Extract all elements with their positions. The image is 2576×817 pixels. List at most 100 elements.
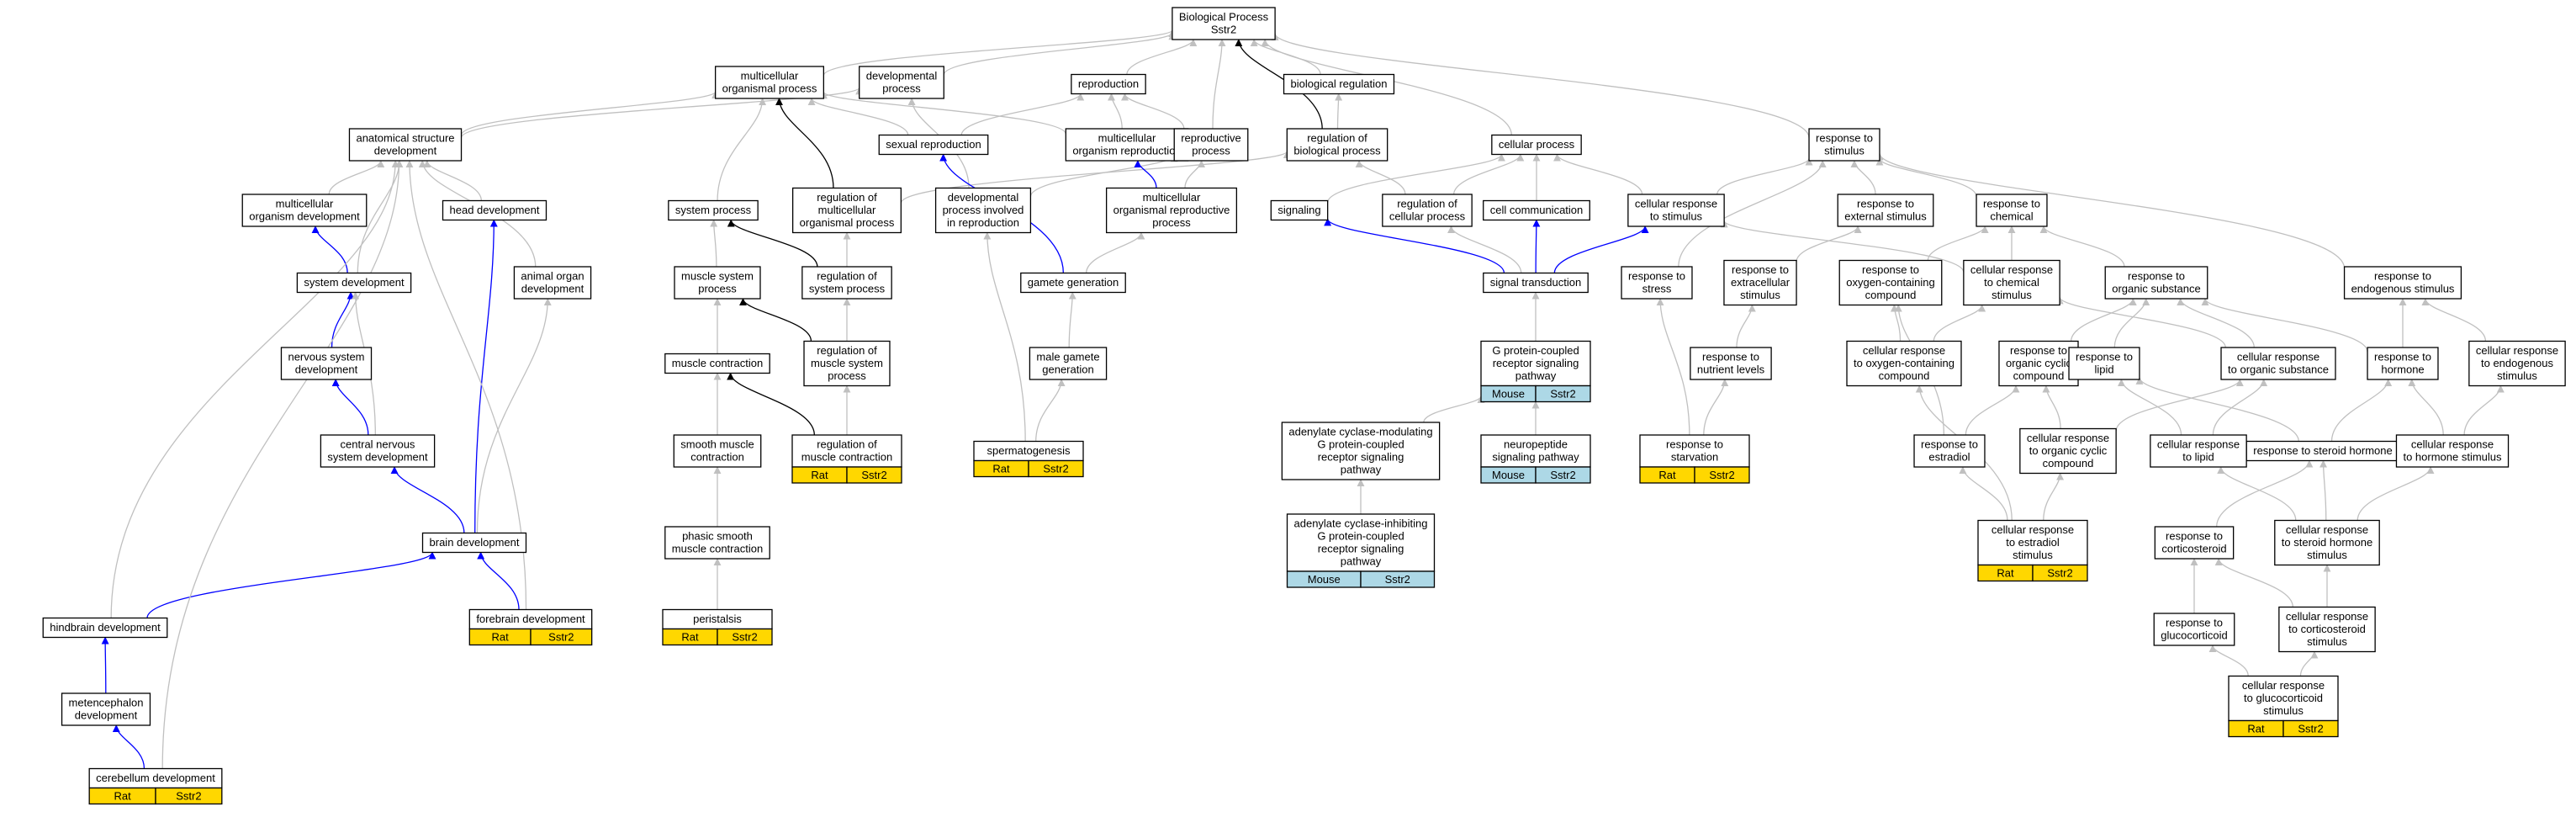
go-term-sysp[interactable]: system process: [668, 199, 759, 221]
go-term-biorg[interactable]: biological regulation: [1283, 73, 1395, 95]
go-term-label: response to: [1921, 438, 1978, 451]
go-term-label: muscle contraction: [672, 543, 763, 555]
go-term-label: peristalsis: [693, 613, 742, 625]
edge-biorg-to-bp: [1250, 39, 1321, 75]
go-term-repro[interactable]: reproduction: [1071, 73, 1146, 95]
go-term-hbd[interactable]: hindbrain development: [42, 617, 168, 639]
go-term-sig[interactable]: signaling: [1270, 199, 1329, 221]
edge-croc-to-rocc: [1890, 304, 1902, 342]
go-term-sexrep[interactable]: sexual reproduction: [878, 134, 989, 156]
edge-res2-to-res: [1796, 225, 1862, 263]
edge-repro-to-bp: [1126, 39, 1198, 75]
go-term-label: developmental: [866, 70, 938, 82]
go-term-label: chemical: [1990, 210, 2033, 223]
go-term-cc[interactable]: cell communication: [1483, 199, 1590, 221]
go-term-label: response to: [1983, 198, 2040, 210]
go-term-label: pathway: [1515, 369, 1557, 382]
go-term-bd[interactable]: brain development: [421, 532, 527, 554]
go-term-hd[interactable]: head development: [442, 199, 547, 221]
annotation-species: Rat: [2247, 723, 2265, 735]
go-term-label: organism development: [249, 210, 360, 223]
go-term-cellp[interactable]: cellular process: [1491, 134, 1582, 156]
edge-mod-to-asd: [328, 160, 385, 195]
go-term-rsh[interactable]: response to steroid hormone: [2245, 440, 2400, 462]
go-term-label: response to: [2374, 270, 2431, 283]
go-term-label: biological process: [1293, 145, 1381, 157]
edge-croc-to-crcs: [1933, 304, 1986, 342]
go-term-sysd[interactable]: system development: [296, 272, 412, 294]
go-term-st[interactable]: signal transduction: [1483, 272, 1589, 294]
go-term-label: to stimulus: [1650, 210, 1703, 223]
go-term-label: to organic cyclic: [2029, 444, 2108, 457]
edge-crlip-to-cros: [2212, 379, 2268, 436]
go-term-gg[interactable]: gamete generation: [1020, 272, 1126, 294]
annotation-gene: Sstr2: [732, 631, 757, 644]
go-term-label: hormone: [2381, 363, 2424, 376]
go-term-label: organism reproduction: [1072, 145, 1181, 157]
go-term-mc[interactable]: muscle contraction: [664, 353, 770, 374]
annotation-gene: Sstr2: [861, 469, 886, 481]
go-term-label: development: [521, 283, 584, 295]
